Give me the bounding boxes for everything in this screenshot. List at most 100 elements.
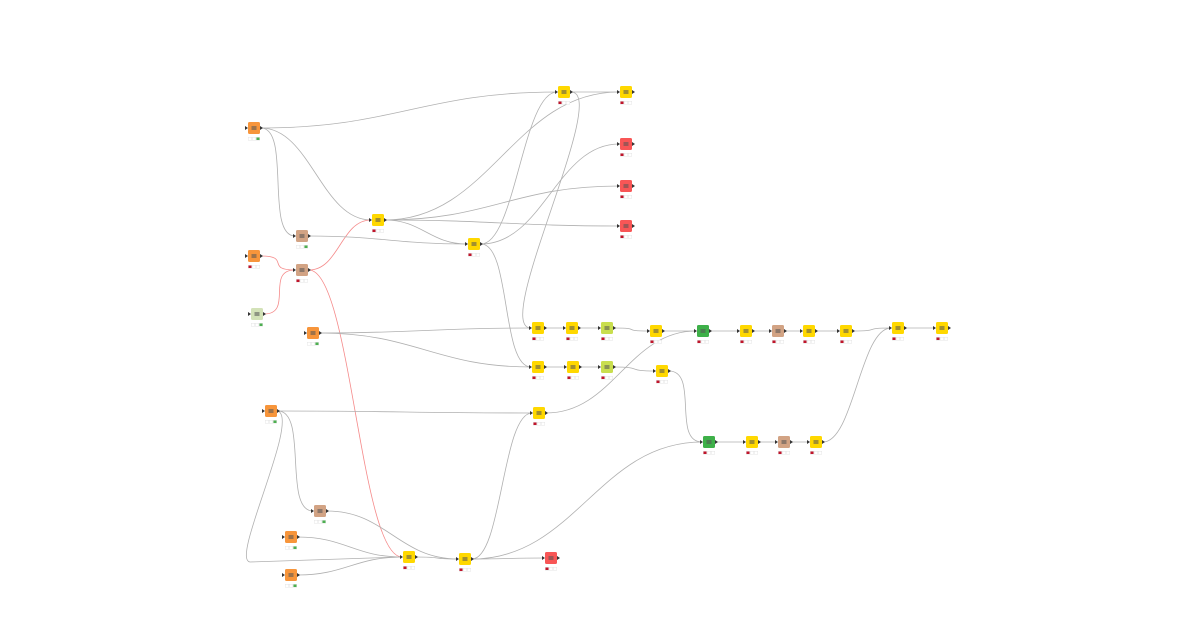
node-manipulator[interactable]: [769, 325, 787, 344]
output-port[interactable]: [613, 326, 616, 330]
output-port[interactable]: [752, 329, 755, 333]
output-port[interactable]: [545, 411, 548, 415]
output-port[interactable]: [715, 440, 718, 444]
node-learner[interactable]: [563, 322, 581, 341]
node-learner[interactable]: [737, 325, 755, 344]
data-connection[interactable]: [277, 410, 533, 414]
output-port[interactable]: [632, 184, 635, 188]
input-port[interactable]: [598, 326, 601, 330]
node-loop-start[interactable]: [700, 436, 718, 455]
data-connection[interactable]: [319, 332, 532, 368]
output-port[interactable]: [632, 224, 635, 228]
output-port[interactable]: [822, 440, 825, 444]
output-port[interactable]: [632, 90, 635, 94]
output-port[interactable]: [308, 234, 311, 238]
output-port[interactable]: [852, 329, 855, 333]
node-learner[interactable]: [465, 238, 483, 257]
node-loop-start[interactable]: [694, 325, 712, 344]
input-port[interactable]: [555, 90, 558, 94]
output-port[interactable]: [948, 326, 951, 330]
data-connection[interactable]: [384, 185, 620, 221]
input-port[interactable]: [694, 329, 697, 333]
input-port[interactable]: [245, 126, 248, 130]
node-learner[interactable]: [889, 322, 907, 341]
output-port[interactable]: [480, 242, 483, 246]
data-connection[interactable]: [471, 412, 533, 560]
output-port[interactable]: [662, 329, 665, 333]
data-connection[interactable]: [384, 219, 620, 227]
output-port[interactable]: [570, 90, 573, 94]
output-port[interactable]: [260, 254, 263, 258]
node-learner[interactable]: [456, 553, 474, 572]
input-port[interactable]: [889, 326, 892, 330]
input-port[interactable]: [837, 329, 840, 333]
output-port[interactable]: [308, 268, 311, 272]
input-port[interactable]: [456, 557, 459, 561]
node-source[interactable]: [304, 327, 322, 346]
data-connection[interactable]: [668, 370, 703, 443]
input-port[interactable]: [245, 254, 248, 258]
input-port[interactable]: [700, 440, 703, 444]
input-port[interactable]: [262, 409, 265, 413]
node-sink[interactable]: [617, 138, 635, 157]
node-learner[interactable]: [807, 436, 825, 455]
node-learner[interactable]: [647, 325, 665, 344]
input-port[interactable]: [282, 573, 285, 577]
input-port[interactable]: [563, 326, 566, 330]
node-learner[interactable]: [530, 407, 548, 426]
node-learner[interactable]: [617, 86, 635, 105]
node-learner[interactable]: [369, 214, 387, 233]
output-port[interactable]: [709, 329, 712, 333]
output-port[interactable]: [632, 142, 635, 146]
output-port[interactable]: [613, 365, 616, 369]
flow-variable-connection[interactable]: [308, 219, 372, 271]
data-connection[interactable]: [384, 91, 620, 221]
node-learner[interactable]: [653, 365, 671, 384]
node-learner[interactable]: [529, 322, 547, 341]
input-port[interactable]: [400, 555, 403, 559]
flow-variable-connection[interactable]: [263, 269, 296, 315]
data-connection[interactable]: [297, 556, 403, 576]
output-port[interactable]: [758, 440, 761, 444]
node-learner[interactable]: [555, 86, 573, 105]
node-learner[interactable]: [564, 361, 582, 380]
node-source[interactable]: [245, 250, 263, 269]
input-port[interactable]: [529, 365, 532, 369]
node-source[interactable]: [282, 569, 300, 588]
node-source[interactable]: [282, 531, 300, 550]
data-connection[interactable]: [522, 91, 580, 329]
data-connection[interactable]: [245, 410, 403, 563]
data-connection[interactable]: [822, 327, 892, 443]
input-port[interactable]: [564, 365, 567, 369]
node-other[interactable]: [248, 308, 266, 327]
input-port[interactable]: [769, 329, 772, 333]
output-port[interactable]: [471, 557, 474, 561]
node-learner[interactable]: [800, 325, 818, 344]
output-port[interactable]: [277, 409, 280, 413]
data-connection[interactable]: [613, 327, 650, 332]
data-connection[interactable]: [480, 91, 558, 245]
input-port[interactable]: [653, 369, 656, 373]
input-port[interactable]: [248, 312, 251, 316]
data-connection[interactable]: [545, 330, 697, 414]
node-learner[interactable]: [933, 322, 951, 341]
flow-variable-connection[interactable]: [260, 255, 296, 271]
input-port[interactable]: [737, 329, 740, 333]
input-port[interactable]: [293, 234, 296, 238]
node-sink[interactable]: [542, 552, 560, 571]
output-port[interactable]: [578, 326, 581, 330]
input-port[interactable]: [529, 326, 532, 330]
data-connection[interactable]: [852, 327, 892, 332]
output-port[interactable]: [263, 312, 266, 316]
node-manipulator[interactable]: [775, 436, 793, 455]
data-connection[interactable]: [480, 143, 620, 245]
input-port[interactable]: [617, 224, 620, 228]
node-source[interactable]: [245, 122, 263, 141]
input-port[interactable]: [617, 184, 620, 188]
data-connection[interactable]: [260, 91, 558, 129]
input-port[interactable]: [775, 440, 778, 444]
data-connection[interactable]: [415, 556, 459, 560]
output-port[interactable]: [544, 326, 547, 330]
input-port[interactable]: [465, 242, 468, 246]
